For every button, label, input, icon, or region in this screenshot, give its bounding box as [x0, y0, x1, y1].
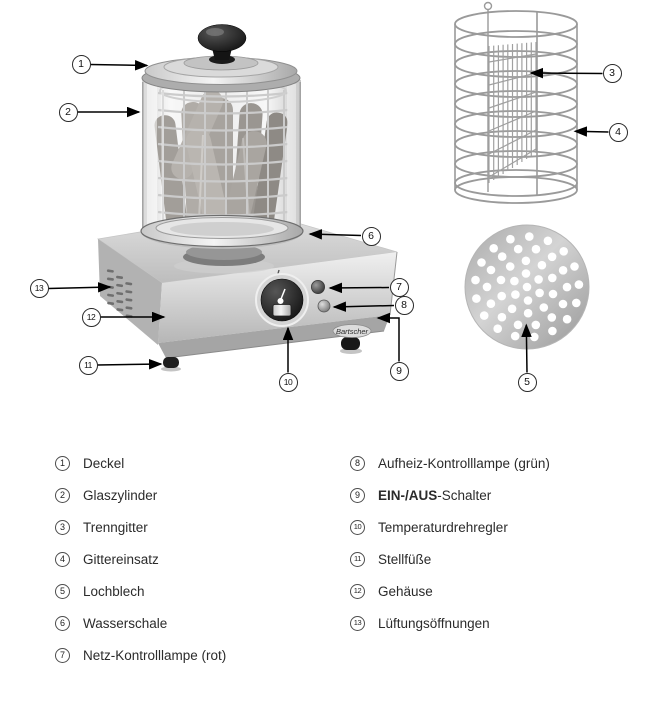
callout-4: 4 — [608, 122, 628, 142]
legend-label: Aufheiz-Kontrolllampe (grün) — [378, 455, 550, 471]
legend-number-badge: 13 — [350, 615, 365, 631]
legend-label: Wasserschale — [83, 615, 168, 631]
legend-item-gittereinsatz: 4 Gittereinsatz — [55, 543, 226, 575]
legend-item-gehaeuse: 12 Gehäuse — [350, 575, 550, 607]
glass-highlights — [147, 84, 296, 230]
legend-item-netz-kontrolllampe: 7 Netz-Kontrolllampe (rot) — [55, 639, 226, 671]
adjustable-feet — [161, 337, 362, 372]
legend-number-badge: 6 — [55, 615, 70, 631]
arrow-1 — [89, 60, 149, 71]
arrow-7 — [328, 282, 390, 294]
appliance-illustration: Bartscher — [96, 24, 398, 372]
power-indicator-lamp — [310, 279, 325, 294]
legend-item-lueftungsoeffnungen: 13 Lüftungsöffnungen — [350, 607, 550, 639]
callout-5: 5 — [517, 372, 537, 392]
legend-label: EIN-/AUS-Schalter — [378, 488, 491, 503]
legend-label: Lochblech — [83, 583, 145, 599]
callout-9: 9 — [389, 361, 409, 381]
divider-grid — [488, 42, 537, 183]
legend-label: Temperaturdrehregler — [378, 519, 508, 535]
perforation-holes — [471, 232, 584, 342]
basket-rings — [454, 10, 578, 204]
legend-item-trenngitter: 3 Trenngitter — [55, 511, 226, 543]
legend-label-rest: -Schalter — [437, 487, 492, 503]
legend-label: Lüftungsöffnungen — [378, 615, 490, 631]
legend-item-stellfuesse: 11 Stellfüße — [350, 543, 550, 575]
legend-item-aufheiz-kontrolllampe: 8 Aufheiz-Kontrolllampe (grün) — [350, 447, 550, 479]
lid — [141, 24, 301, 93]
callout-12: 12 — [81, 307, 101, 327]
callout-7: 7 — [389, 277, 409, 297]
legend-number-badge: 1 — [55, 455, 70, 471]
brand-logo: Bartscher — [332, 324, 372, 338]
legend-number-badge: 7 — [55, 647, 70, 663]
parts-diagram-artwork: Bartscher — [48, 1, 609, 373]
legend-label: Netz-Kontrolllampe (rot) — [83, 647, 227, 663]
callout-13: 13 — [29, 278, 49, 298]
basket-hook — [483, 1, 493, 11]
legend-number-badge: 5 — [55, 583, 70, 599]
legend-item-lochblech: 5 Lochblech — [55, 575, 226, 607]
arrow-11 — [97, 358, 163, 370]
water-bowl — [140, 214, 304, 249]
legend-number-badge: 9 — [350, 487, 365, 503]
legend-number-badge: 2 — [55, 487, 70, 503]
legend-item-deckel: 1 Deckel — [55, 447, 226, 479]
arrow-5 — [521, 323, 532, 373]
basket-vertical-wires — [454, 1, 578, 196]
legend-number-badge: 3 — [55, 519, 70, 535]
wire-basket-illustration — [454, 1, 578, 204]
legend-number-badge: 12 — [350, 583, 365, 599]
arrow-13 — [48, 282, 112, 293]
legend-number-badge: 4 — [55, 551, 70, 567]
legend-label-bold: EIN-/AUS — [378, 487, 438, 503]
callout-8: 8 — [394, 296, 414, 315]
callout-1: 1 — [71, 54, 91, 74]
legend-label: Stellfüße — [378, 551, 432, 567]
legend-label: Gittereinsatz — [83, 551, 159, 567]
legend-number-badge: 8 — [350, 455, 365, 471]
callout-2: 2 — [58, 102, 78, 122]
legend-label: Gehäuse — [378, 583, 433, 599]
legend-column-right: 8 Aufheiz-Kontrolllampe (grün) 9 EIN-/AU… — [350, 447, 550, 639]
lid-knob — [197, 24, 247, 64]
legend-column-left: 1 Deckel 2 Glaszylinder 3 Trenngitter 4 … — [55, 447, 226, 671]
callout-3: 3 — [602, 63, 622, 83]
thermometer-icon — [277, 288, 286, 304]
callout-arrows — [48, 60, 609, 373]
brand-logo-text: Bartscher — [336, 327, 369, 336]
callout-6: 6 — [361, 226, 381, 246]
arrow-4 — [573, 126, 609, 137]
legend-item-glaszylinder: 2 Glaszylinder — [55, 479, 226, 511]
legend-item-ein-aus-schalter: 9 EIN-/AUS-Schalter — [350, 479, 550, 511]
cylinder-pedestal — [174, 244, 274, 274]
heatup-indicator-lamp — [317, 299, 331, 313]
callout-11: 11 — [78, 355, 98, 375]
legend-number-badge: 11 — [350, 551, 365, 567]
legend-label: Deckel — [83, 455, 125, 471]
perforated-plate-illustration — [464, 224, 590, 350]
legend-label: Glaszylinder — [83, 487, 158, 503]
arrow-9 — [376, 312, 400, 362]
arrow-8 — [332, 301, 395, 312]
temperature-knob — [255, 269, 309, 327]
arrow-3 — [529, 67, 603, 79]
legend-item-temperaturdrehregler: 10 Temperaturdrehregler — [350, 511, 550, 543]
legend-number-badge: 10 — [350, 519, 365, 535]
arrow-6 — [308, 229, 362, 240]
legend-item-wasserschale: 6 Wasserschale — [55, 607, 226, 639]
legend-label: Trenngitter — [83, 519, 148, 535]
callout-10: 10 — [278, 372, 298, 392]
